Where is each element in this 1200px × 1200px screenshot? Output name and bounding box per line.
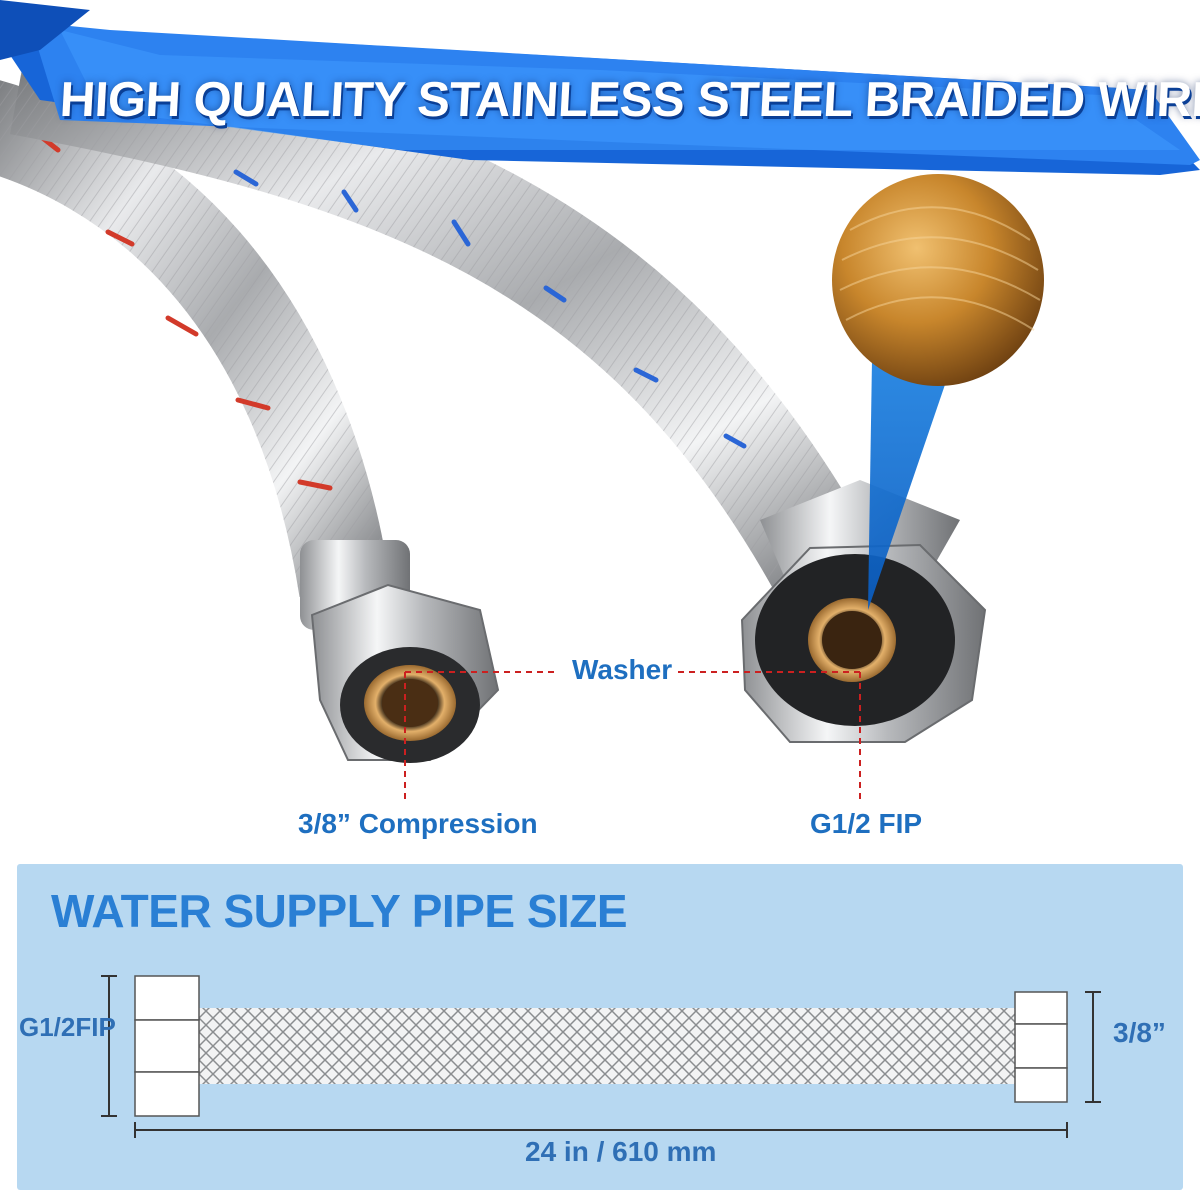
fip-fitting: [740, 480, 987, 743]
left-dimension-label: G1/2FIP: [19, 1012, 116, 1042]
size-panel-title: WATER SUPPLY PIPE SIZE: [51, 885, 628, 937]
washer-label: Washer: [572, 654, 673, 685]
leader-lines: [404, 671, 861, 800]
right-dimension-label: 3/8”: [1113, 1017, 1166, 1048]
size-panel: WATER SUPPLY PIPE SIZE: [17, 864, 1183, 1190]
diagram-left-nut: [134, 975, 200, 1117]
pipe-size-diagram: [101, 975, 1101, 1138]
compression-label: 3/8” Compression: [298, 808, 538, 839]
title-banner: [0, 0, 1200, 175]
product-photo: [0, 25, 1044, 800]
diagram-right-nut: [1014, 991, 1068, 1103]
banner-title: HIGH QUALITY STAINLESS STEEL BRAIDED WIR…: [58, 73, 1200, 127]
cold-stripes: [233, 169, 747, 449]
compression-fitting: [300, 540, 500, 763]
magnifier-beam: [868, 360, 950, 610]
fip-label: G1/2 FIP: [810, 808, 923, 839]
length-dimension-label: 24 in / 610 mm: [525, 1136, 717, 1167]
magnifier-circle: [832, 174, 1044, 386]
